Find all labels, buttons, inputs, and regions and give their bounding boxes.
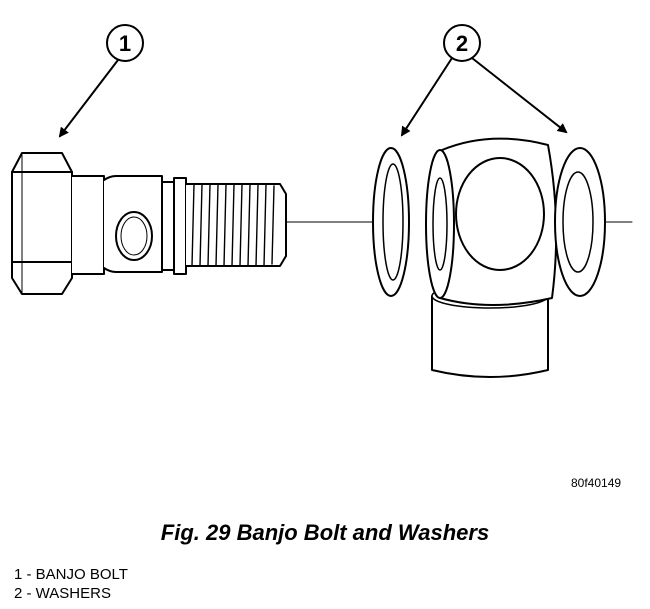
banjo-bolt <box>11 152 287 295</box>
legend-item-banjo-bolt: 1 - BANJO BOLT <box>14 566 128 583</box>
washer-right <box>554 147 606 297</box>
washer-left <box>372 147 410 297</box>
callout-2 <box>400 24 568 137</box>
figure-caption: Fig. 29 Banjo Bolt and Washers <box>160 520 490 545</box>
figure-code: 80f40149 <box>571 476 622 490</box>
legend-item-washers: 2 - WASHERS <box>14 585 111 602</box>
callout-number-1: 1 <box>119 31 131 56</box>
callout-number-2: 2 <box>456 31 468 56</box>
banjo-bolt-diagram: 1 2 <box>11 24 633 378</box>
callout-1 <box>58 24 144 138</box>
banjo-fitting <box>425 137 558 378</box>
legend: 1 - BANJO BOLT 2 - WASHERS <box>14 565 128 603</box>
